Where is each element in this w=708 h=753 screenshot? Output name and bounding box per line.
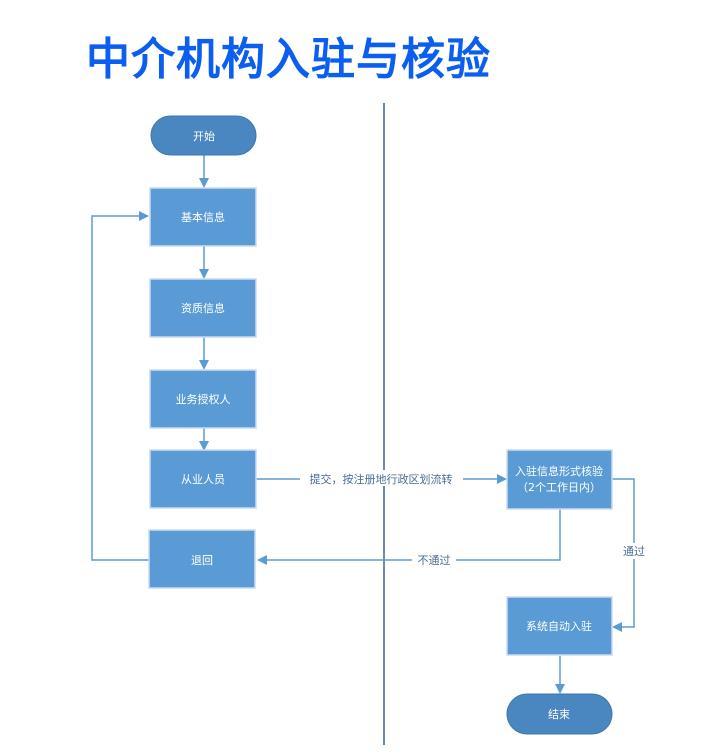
node-auto-join: 系统自动入驻 <box>506 596 613 656</box>
node-basic-info-label: 基本信息 <box>181 210 225 224</box>
node-qualification-info-label: 资质信息 <box>181 301 225 315</box>
node-basic-info: 基本信息 <box>149 187 257 247</box>
node-authorized-person-label: 业务授权人 <box>176 392 231 406</box>
node-return-label: 退回 <box>191 554 213 567</box>
edge-label-submit: 提交，按注册地行政区划流转 <box>310 472 453 486</box>
node-verify-label-line1: 入驻信息形式核验 <box>515 464 603 478</box>
node-authorized-person: 业务授权人 <box>149 369 257 429</box>
node-qualification-info: 资质信息 <box>149 278 257 338</box>
edge-label-fail: 不通过 <box>418 554 451 567</box>
edge-label-pass: 通过 <box>623 545 645 558</box>
node-verify-label-line2: （2个工作日内） <box>517 480 601 494</box>
node-end-label: 结束 <box>548 708 570 721</box>
node-end: 结束 <box>506 693 613 735</box>
node-verify: 入驻信息形式核验 （2个工作日内） <box>506 449 613 510</box>
edge-verify-to-return <box>257 509 561 565</box>
page-title: 中介机构入驻与核验 <box>86 34 491 85</box>
node-return: 退回 <box>148 529 256 589</box>
node-practitioners-label: 从业人员 <box>181 473 225 486</box>
node-auto-join-label: 系统自动入驻 <box>526 619 592 633</box>
node-start: 开始 <box>150 115 257 156</box>
node-start-label: 开始 <box>193 129 215 143</box>
edge-return-to-basic <box>91 211 149 561</box>
node-practitioners: 从业人员 <box>149 449 257 509</box>
